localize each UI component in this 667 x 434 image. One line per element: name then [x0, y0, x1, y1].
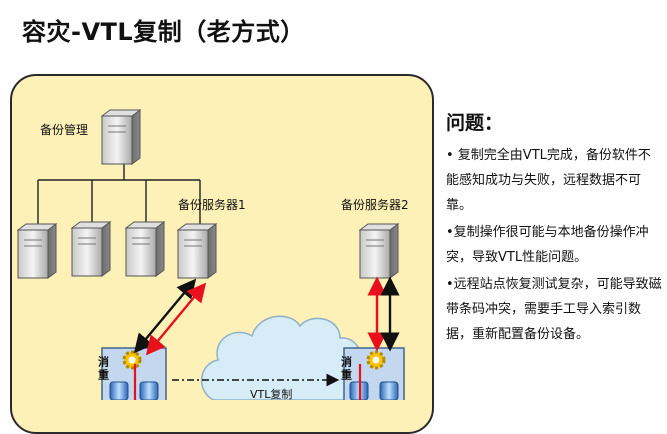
- problem-item-2: •复制操作很可能与本地备份操作冲突，导致VTL性能问题。: [446, 225, 649, 265]
- problem-item-3: •远程站点恢复测试复杂，可能导致磁带条码冲突，需要手工导入索引数据，重新配置备份…: [446, 277, 662, 342]
- page-title: 容灾-VTL复制（老方式）: [22, 18, 305, 46]
- label-backup-server-1: 备份服务器1: [178, 197, 246, 212]
- remote-data-flow-arrows: [358, 276, 400, 400]
- problem-item-1: • 复制完全由VTL完成，备份软件不能感知成功与失败，远程数据不可靠。: [446, 148, 651, 213]
- local-data-flow-arrows: [133, 278, 207, 400]
- label-dedupe-remote: 消重: [340, 355, 353, 382]
- problems-heading: 问题：: [446, 112, 504, 134]
- label-backup-management: 备份管理: [40, 122, 88, 137]
- backup-management-server-icon: [100, 109, 142, 165]
- label-backup-server-2: 备份服务器2: [341, 197, 409, 212]
- vtl-appliance-remote: [343, 347, 405, 400]
- gear-icon: [122, 350, 142, 370]
- backup-server-1-icon: [176, 223, 218, 279]
- gear-icon: [366, 350, 386, 370]
- diagram-canvas: 备份管理 备份服务器1 备份服务器2 VTL复制 消重 消重: [16, 109, 409, 400]
- backup-server-2-icon: [358, 223, 400, 279]
- label-vtl-replication: VTL复制: [250, 387, 292, 400]
- client-server-2-icon: [70, 221, 112, 277]
- network-tree-lines: [37, 160, 201, 224]
- problems-section: 问题： • 复制完全由VTL完成，备份软件不能感知成功与失败，远程数据不可靠。 …: [446, 108, 662, 347]
- client-server-1-icon: [16, 223, 58, 279]
- label-dedupe-local: 消重: [97, 355, 110, 382]
- client-server-3-icon: [124, 221, 166, 277]
